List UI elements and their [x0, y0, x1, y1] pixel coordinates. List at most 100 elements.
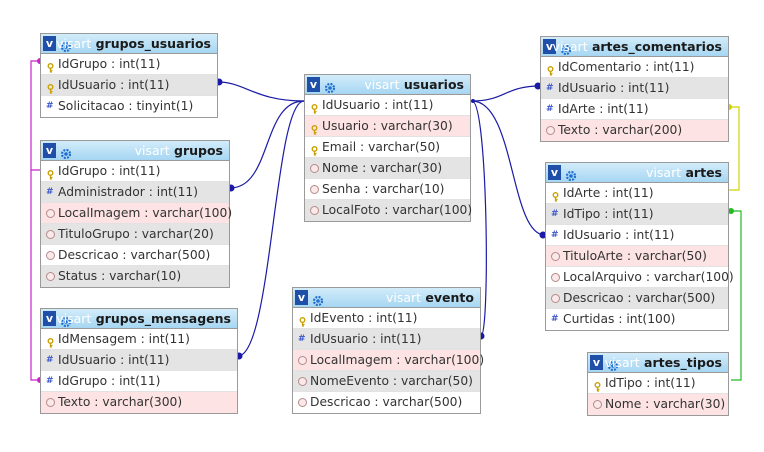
table-title: visart artes_comentarios — [553, 39, 722, 55]
column-row[interactable]: Texto : varchar(200) — [541, 120, 728, 141]
column-row[interactable]: IdUsuario : int(11) — [41, 75, 217, 96]
column-row[interactable]: IdComentario : int(11) — [541, 57, 728, 78]
column-row[interactable]: #IdUsuario : int(11) — [41, 350, 237, 371]
column-row[interactable]: IdTipo : int(11) — [588, 373, 728, 394]
collapse-v-icon[interactable]: v — [548, 165, 561, 180]
index-icon: # — [46, 376, 54, 386]
gear-icon[interactable] — [60, 313, 72, 328]
column-row[interactable]: IdGrupo : int(11) — [41, 54, 217, 75]
collapse-v-icon[interactable]: v — [543, 39, 556, 54]
column-row[interactable]: Texto : varchar(300) — [41, 392, 237, 413]
table-name: artes — [681, 165, 722, 180]
column-label: IdTipo : int(11) — [605, 376, 696, 390]
column-row[interactable]: LocalFoto : varchar(100) — [305, 200, 472, 221]
gear-icon[interactable] — [607, 357, 619, 372]
collapse-v-icon[interactable]: v — [307, 77, 320, 92]
column-label: Senha : varchar(10) — [322, 182, 445, 196]
key-icon — [551, 188, 560, 202]
column-row[interactable]: #IdUsuario : int(11) — [546, 225, 728, 246]
column-row[interactable]: Nome : varchar(30) — [588, 394, 728, 415]
column-icon — [46, 251, 55, 260]
column-row[interactable]: #Curtidas : int(100) — [546, 309, 728, 330]
table-header[interactable]: v visart grupos — [41, 141, 229, 161]
gear-icon[interactable] — [312, 292, 324, 307]
collapse-v-icon[interactable]: v — [43, 311, 56, 326]
table-title: visart grupos — [135, 143, 223, 159]
column-label: Solicitacao : tinyint(1) — [58, 99, 194, 113]
column-row[interactable]: Descricao : varchar(500) — [293, 392, 480, 413]
table-title: visart evento — [386, 290, 474, 306]
gear-icon[interactable] — [60, 38, 72, 53]
column-row[interactable]: NomeEvento : varchar(50) — [293, 371, 480, 392]
column-row[interactable]: Email : varchar(50) — [305, 137, 470, 158]
column-row[interactable]: Usuario : varchar(30) — [305, 116, 470, 137]
column-row[interactable]: TituloGrupo : varchar(20) — [41, 224, 229, 245]
column-label: Status : varchar(10) — [58, 269, 182, 283]
column-row[interactable]: IdGrupo : int(11) — [41, 161, 229, 182]
column-label: IdArte : int(11) — [558, 102, 649, 116]
column-row[interactable]: #Solicitacao : tinyint(1) — [41, 96, 217, 117]
index-icon: # — [546, 104, 554, 114]
column-row[interactable]: #Administrador : int(11) — [41, 182, 229, 203]
column-row[interactable]: IdMensagem : int(11) — [41, 329, 237, 350]
column-row[interactable]: #IdUsuario : int(11) — [541, 78, 728, 99]
column-row[interactable]: IdEvento : int(11) — [293, 308, 480, 329]
column-label: TituloArte : varchar(50) — [563, 249, 707, 263]
column-label: IdGrupo : int(11) — [58, 57, 161, 71]
column-label: Descricao : varchar(500) — [563, 291, 716, 305]
column-label: IdComentario : int(11) — [558, 60, 695, 74]
column-label: Descricao : varchar(500) — [310, 395, 463, 409]
column-row[interactable]: #IdTipo : int(11) — [546, 204, 728, 225]
index-icon: # — [546, 83, 554, 93]
collapse-v-icon[interactable]: v — [590, 355, 603, 370]
column-row[interactable]: TituloArte : varchar(50) — [546, 246, 728, 267]
column-row[interactable]: Descricao : varchar(500) — [41, 245, 229, 266]
column-row[interactable]: IdArte : int(11) — [546, 183, 728, 204]
column-row[interactable]: Status : varchar(10) — [41, 266, 229, 287]
key-icon — [46, 334, 55, 348]
column-label: IdUsuario : int(11) — [322, 98, 434, 112]
table-name: grupos_usuarios — [91, 36, 211, 51]
column-row[interactable]: #IdGrupo : int(11) — [41, 371, 237, 392]
database-name: visart — [604, 355, 640, 370]
column-icon — [310, 185, 319, 194]
collapse-v-icon[interactable]: v — [295, 290, 308, 305]
gear-icon[interactable] — [560, 41, 572, 56]
column-row[interactable]: # IdArte : int(11) — [541, 99, 728, 120]
column-row[interactable]: LocalArquivo : varchar(100) — [546, 267, 734, 288]
table-header[interactable]: v visart evento — [293, 288, 480, 308]
collapse-v-icon[interactable]: v — [43, 36, 56, 51]
column-row[interactable]: Descricao : varchar(500) — [546, 288, 728, 309]
gear-icon[interactable] — [60, 145, 72, 160]
column-icon — [310, 206, 319, 215]
column-row[interactable]: IdUsuario : int(11) — [305, 95, 470, 116]
column-row[interactable]: Senha : varchar(10) — [305, 179, 470, 200]
link-artes-usuarios — [471, 100, 546, 236]
collapse-v-icon[interactable]: v — [43, 143, 56, 158]
table-name: evento — [421, 290, 474, 305]
column-label: Texto : varchar(200) — [558, 123, 683, 137]
column-label: Usuario : varchar(30) — [322, 119, 453, 133]
column-row[interactable]: LocalImagem : varchar(100) — [41, 203, 232, 224]
column-row[interactable]: LocalImagem : varchar(100) — [293, 350, 484, 371]
column-row[interactable]: Nome : varchar(30) — [305, 158, 470, 179]
column-label: Nome : varchar(30) — [322, 161, 443, 175]
column-row[interactable]: #IdUsuario : int(11) — [293, 329, 480, 350]
link-grupos_mensagens-usuarios — [237, 100, 305, 357]
gear-icon[interactable] — [565, 167, 577, 182]
gear-icon[interactable] — [324, 79, 336, 94]
